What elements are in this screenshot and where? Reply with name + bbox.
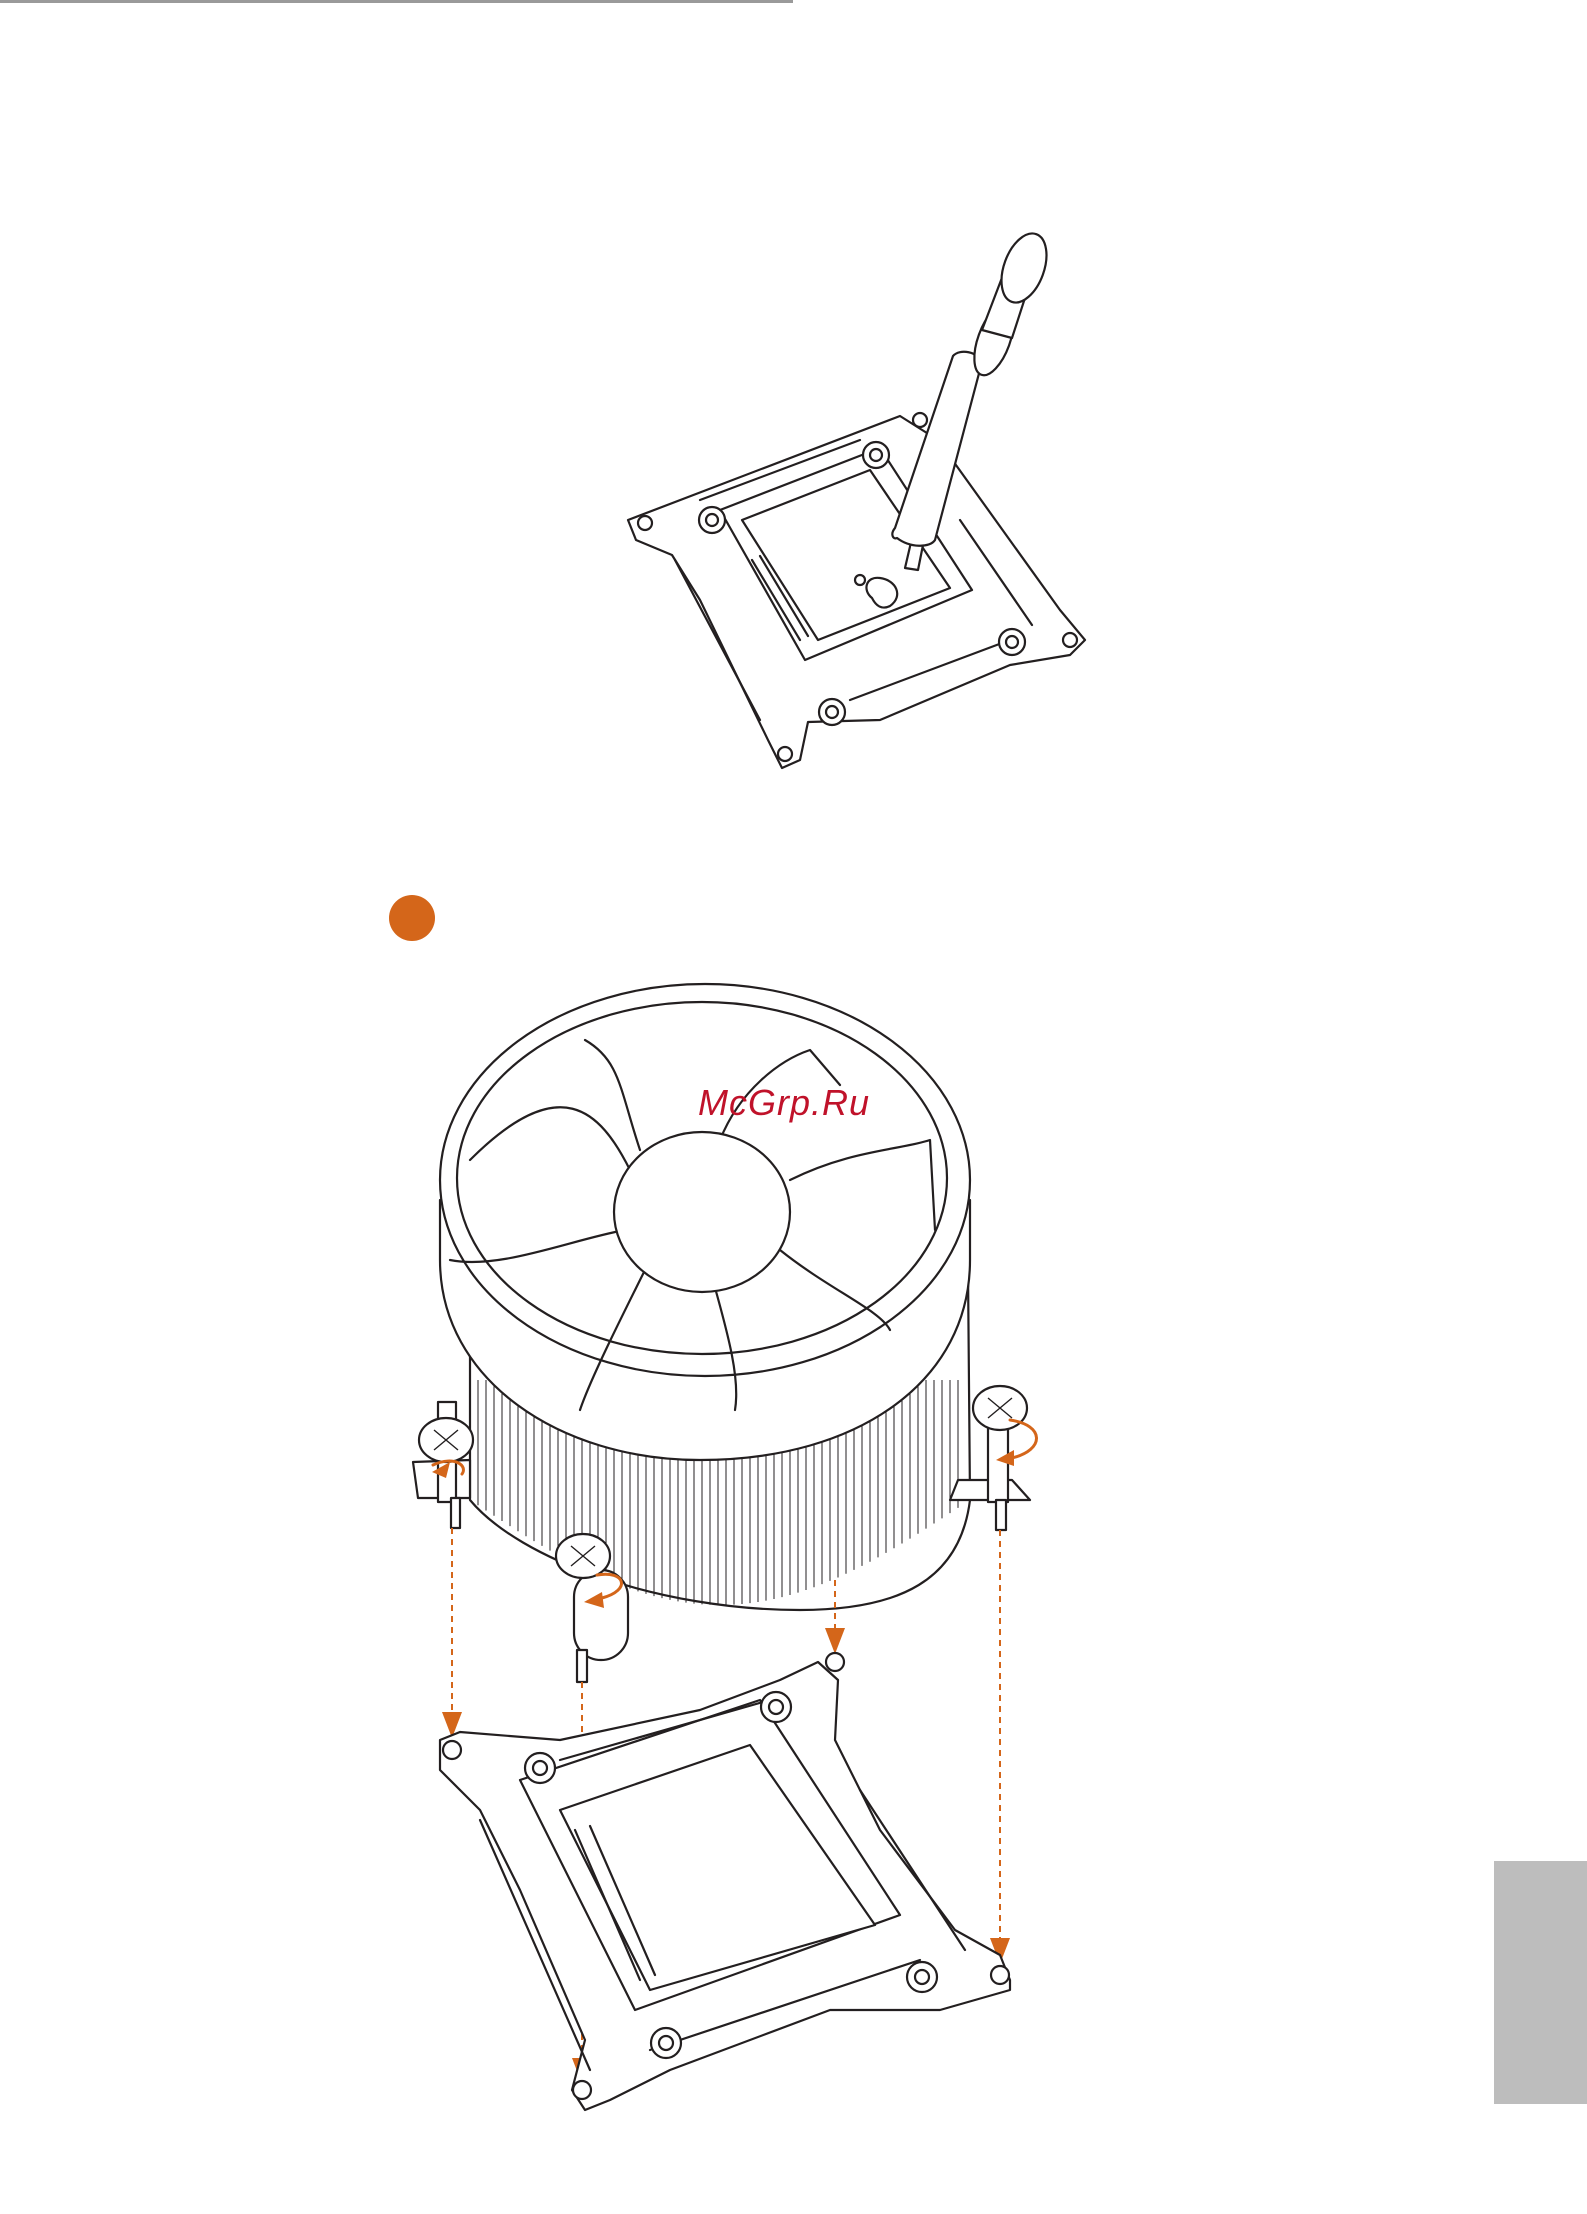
side-tab xyxy=(1494,1861,1587,2104)
cpu-socket-large xyxy=(440,1653,1010,2110)
push-pin-left xyxy=(413,1402,473,1528)
watermark-text: McGrp.Ru xyxy=(698,1082,870,1124)
cpu-fan xyxy=(440,984,970,1460)
